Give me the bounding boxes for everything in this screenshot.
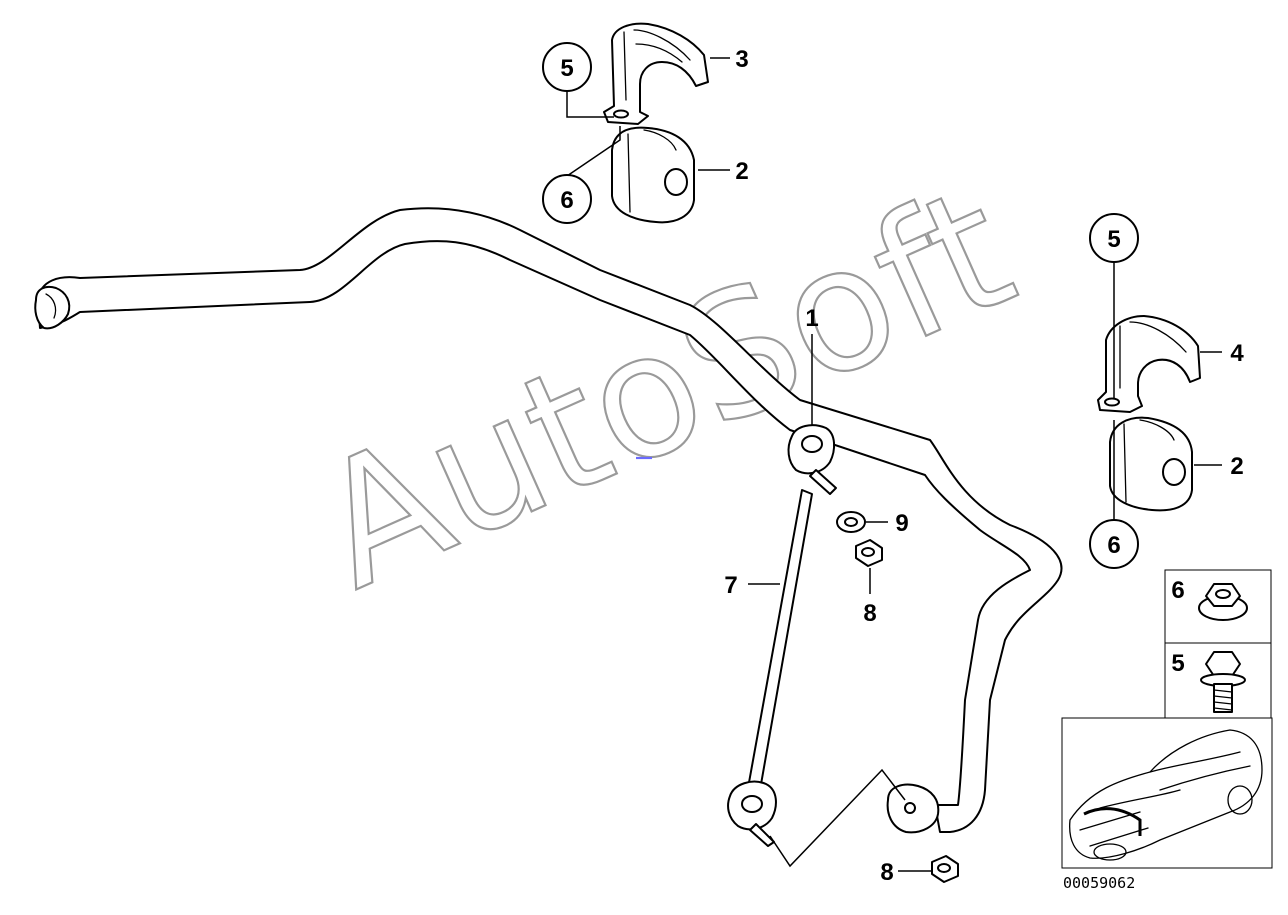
stabilizer-bar: [34, 207, 1063, 834]
callout-8-upper: 8: [863, 600, 876, 627]
callout-2-left: 2: [735, 158, 748, 185]
svg-text:5: 5: [560, 55, 573, 82]
callout-6-right: 6: [1089, 519, 1139, 569]
flange-nut-icon: [1198, 583, 1248, 621]
stabilizer-link: [636, 424, 837, 847]
bracket-right: [1097, 315, 1201, 413]
nut-upper: [855, 539, 883, 567]
svg-text:5: 5: [1107, 226, 1120, 253]
callout-1: 1: [805, 305, 818, 332]
bushing-right: [1109, 416, 1193, 512]
bracket-left: [603, 22, 709, 125]
legend-bolt: 5: [1164, 642, 1272, 719]
svg-text:6: 6: [1171, 577, 1184, 604]
car-location-thumbnail: [1061, 717, 1273, 869]
svg-text:6: 6: [560, 187, 573, 214]
washer: [836, 511, 866, 533]
hex-bolt-icon: [1200, 651, 1246, 713]
callout-7: 7: [724, 572, 737, 599]
diagram-code: 00059062: [1063, 874, 1135, 892]
svg-text:6: 6: [1107, 532, 1120, 559]
nut-lower: [931, 855, 959, 883]
callout-4: 4: [1230, 340, 1244, 367]
legend-nut: 6: [1164, 569, 1272, 644]
bushing-left: [611, 126, 695, 224]
callout-9: 9: [895, 510, 908, 537]
callout-6-left: 6: [542, 174, 592, 224]
callout-5-right: 5: [1089, 213, 1139, 263]
car-outline-icon: [1069, 729, 1263, 861]
callout-5-left: 5: [542, 42, 592, 92]
callout-8-lower: 8: [880, 859, 893, 886]
leader-lines: [566, 57, 1222, 872]
callout-3: 3: [735, 46, 748, 73]
svg-text:5: 5: [1171, 650, 1184, 677]
callout-2-right: 2: [1230, 453, 1243, 480]
